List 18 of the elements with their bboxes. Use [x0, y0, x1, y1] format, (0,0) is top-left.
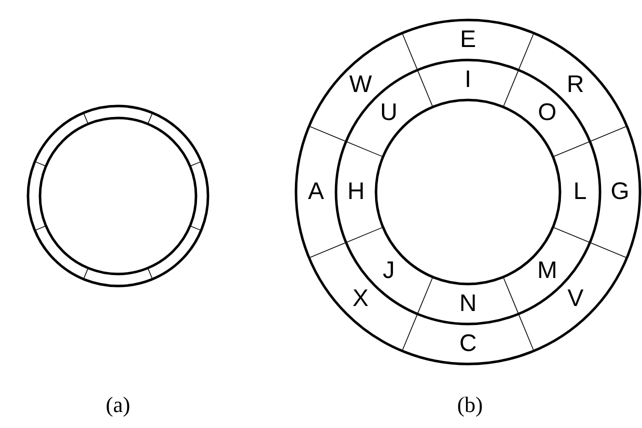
segment-letter: E: [460, 28, 476, 52]
segment-letter: G: [610, 180, 630, 204]
segment-letter: W: [349, 72, 372, 97]
segment-letter: A: [308, 180, 324, 204]
segment-letter: N: [459, 292, 477, 316]
segment-letter: O: [538, 100, 557, 125]
segment-letter: R: [566, 72, 584, 97]
segment-letter: M: [537, 259, 558, 284]
segment-letter: C: [459, 332, 477, 356]
segment-letter: L: [573, 180, 587, 204]
panel-label: (a): [106, 394, 130, 416]
segment-letter: U: [380, 100, 398, 125]
segment-letter: J: [382, 259, 395, 284]
segment-letter: H: [347, 180, 365, 204]
panel-label: (b): [457, 394, 483, 416]
segment-letter: X: [352, 287, 369, 312]
segment-letter: I: [464, 68, 472, 92]
segment-letter: V: [567, 287, 584, 312]
